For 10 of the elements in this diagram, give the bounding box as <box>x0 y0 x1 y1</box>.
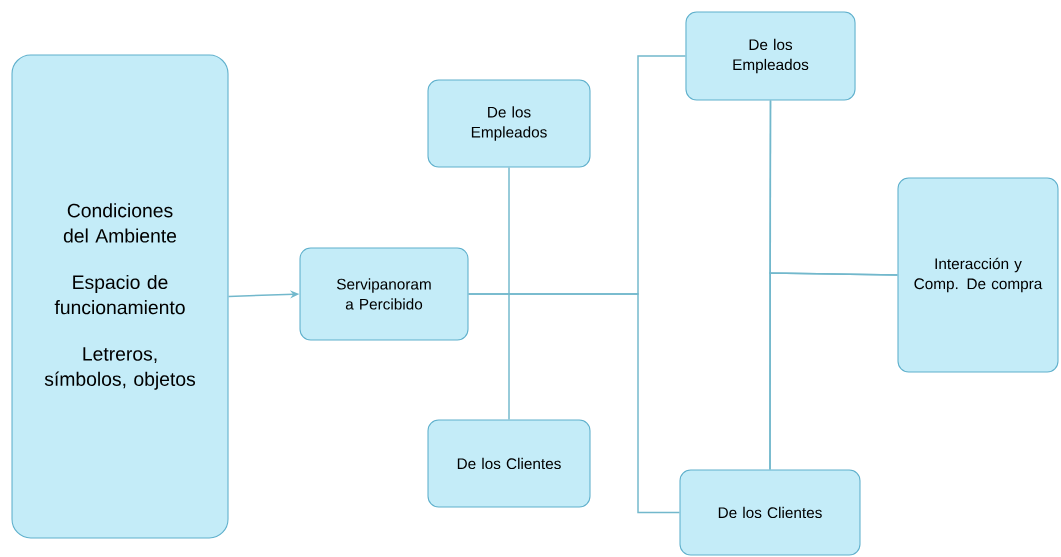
process-box: De los Empleados <box>427 79 591 168</box>
process-box: De los Empleados <box>685 11 856 101</box>
connector-line <box>508 166 510 421</box>
connector-line <box>467 293 681 514</box>
process-box: Servipanoram a Percibido <box>299 247 469 341</box>
process-box: Condiciones del Ambiente Espacio de funcionamiento Letreros, símbolos, objetos <box>11 54 229 539</box>
connector-line <box>769 272 899 471</box>
process-box: De los Clientes <box>427 419 591 508</box>
process-box: Interacción y Comp. De compra <box>897 177 1059 373</box>
process-box: De los Clientes <box>679 469 861 556</box>
